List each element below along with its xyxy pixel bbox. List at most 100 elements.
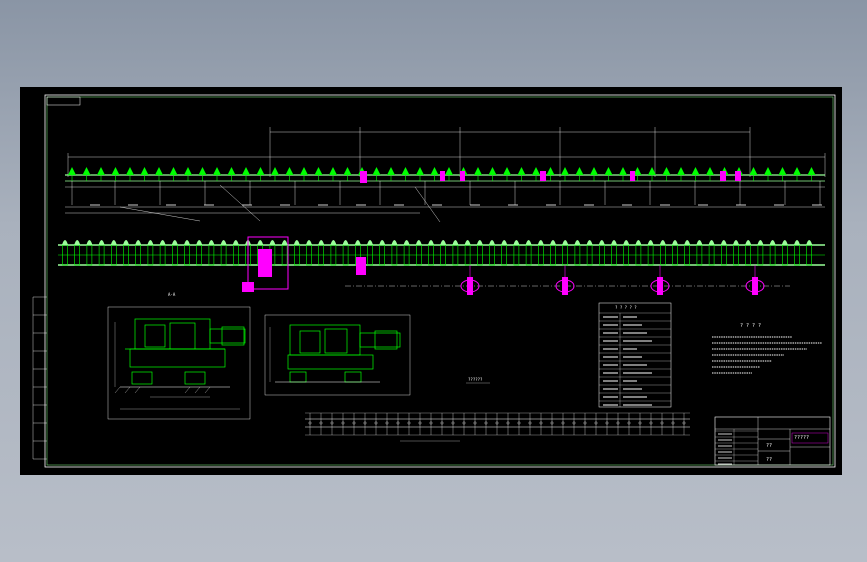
- roller-profile: [68, 167, 76, 175]
- roller-profile: [300, 167, 308, 175]
- roller-sprocket: [110, 240, 117, 245]
- roller-profile: [706, 167, 714, 175]
- plan-view[interactable]: [58, 236, 825, 295]
- elevation-drive-markers: [360, 171, 741, 183]
- roller-sprocket: [62, 240, 68, 245]
- roller-sprocket: [537, 240, 544, 245]
- roller-sprocket: [367, 240, 373, 245]
- bottom-chain-detail[interactable]: [305, 412, 690, 442]
- roller-sprocket: [696, 240, 703, 245]
- roller-sprocket: [513, 240, 520, 245]
- left-revision-strip: [32, 296, 47, 460]
- side-elevation-view[interactable]: [65, 127, 826, 223]
- roller-sprocket: [354, 240, 361, 245]
- roller-profile: [619, 167, 627, 175]
- roller-profile: [155, 167, 163, 175]
- roller-sprocket: [135, 240, 142, 245]
- title-row-label: ??: [766, 457, 772, 463]
- roller-profile: [271, 167, 279, 175]
- roller-sprocket: [806, 240, 813, 245]
- roller-conveyor-drawing: A-A ??????: [32, 94, 836, 468]
- roller-sprocket: [281, 240, 288, 245]
- roller-profile: [561, 167, 569, 175]
- roller-profile: [111, 167, 120, 175]
- drive-gearbox: [752, 277, 758, 295]
- roller-sprocket: [586, 240, 593, 245]
- roller-sprocket: [464, 240, 471, 245]
- roller-sprocket: [452, 240, 459, 245]
- elevation-legs: [71, 181, 821, 205]
- roller-sprocket: [74, 240, 81, 245]
- drive-gearbox: [467, 277, 473, 295]
- roller-profile: [285, 167, 294, 175]
- roller-profile: [184, 167, 192, 175]
- roller-sprocket: [415, 240, 422, 245]
- roller-sprocket: [232, 240, 239, 245]
- roller-sprocket: [86, 240, 93, 245]
- roller-profile: [793, 167, 801, 175]
- top-dimension-chain: [67, 127, 826, 177]
- drive-gearbox: [657, 277, 663, 295]
- roller-sprocket: [403, 240, 410, 245]
- roller-sprocket: [794, 240, 800, 245]
- roller-profile: [503, 167, 511, 175]
- roller-sprocket: [489, 240, 495, 245]
- roller-sprocket: [476, 240, 483, 245]
- section-detail-middle[interactable]: [264, 314, 411, 396]
- roller-profile: [372, 167, 381, 175]
- roller-sprocket: [440, 240, 447, 245]
- drive-gearbox: [562, 277, 568, 295]
- roller-sprocket: [269, 240, 276, 245]
- section-detail-left[interactable]: A-A: [107, 292, 251, 420]
- roller-sprocket: [220, 240, 227, 245]
- roller-profile: [126, 167, 134, 175]
- roller-sprocket: [647, 240, 654, 245]
- technical-notes[interactable]: ? ? ? ?: [712, 323, 822, 374]
- roller-sprocket: [147, 240, 154, 245]
- roller-sprocket: [574, 240, 581, 245]
- roller-profile: [97, 167, 105, 175]
- spec-table-heading: ? ? ? ? ?: [615, 305, 637, 310]
- roller-sprocket: [598, 240, 605, 245]
- roller-profile: [488, 167, 497, 175]
- roller-sprocket: [720, 240, 727, 245]
- cad-drawing-sheet[interactable]: A-A ??????: [20, 87, 842, 475]
- roller-sprocket: [159, 240, 166, 245]
- plan-main-drive: [242, 236, 366, 292]
- title-block[interactable]: ?? ?? ?????: [714, 416, 831, 466]
- plan-secondary-drives: [460, 265, 765, 295]
- spec-table[interactable]: ? ? ? ? ?: [598, 302, 672, 408]
- roller-profile: [401, 167, 410, 175]
- roller-sprocket: [293, 240, 300, 245]
- corner-tag-box: [46, 96, 81, 106]
- roller-profile: [242, 167, 250, 175]
- roller-sprocket: [635, 240, 642, 245]
- roller-sprocket: [550, 240, 556, 245]
- roller-profile: [633, 167, 642, 175]
- roller-profile: [387, 167, 395, 175]
- roller-sprocket: [659, 240, 666, 245]
- roller-profile: [677, 167, 685, 175]
- roller-sprocket: [184, 240, 190, 245]
- roller-profile: [82, 167, 91, 175]
- roller-sprocket: [330, 240, 337, 245]
- roller-sprocket: [428, 240, 434, 245]
- roller-sprocket: [684, 240, 691, 245]
- roller-profile: [778, 167, 787, 175]
- roller-sprocket: [318, 240, 325, 245]
- roller-profile: [749, 167, 758, 175]
- roller-profile: [256, 167, 265, 175]
- roller-sprocket: [342, 240, 349, 245]
- roller-sprocket: [123, 240, 129, 245]
- roller-profile: [532, 167, 540, 175]
- notes-heading: ? ? ? ?: [740, 323, 761, 329]
- roller-profile: [546, 167, 555, 175]
- roller-profile: [430, 167, 439, 175]
- roller-sprocket: [379, 240, 386, 245]
- roller-sprocket: [501, 240, 508, 245]
- roller-profile: [329, 167, 337, 175]
- roller-profile: [517, 167, 526, 175]
- inner-frame: [46, 96, 834, 466]
- roller-profile: [140, 167, 149, 175]
- drawing-name: ??: [766, 443, 772, 449]
